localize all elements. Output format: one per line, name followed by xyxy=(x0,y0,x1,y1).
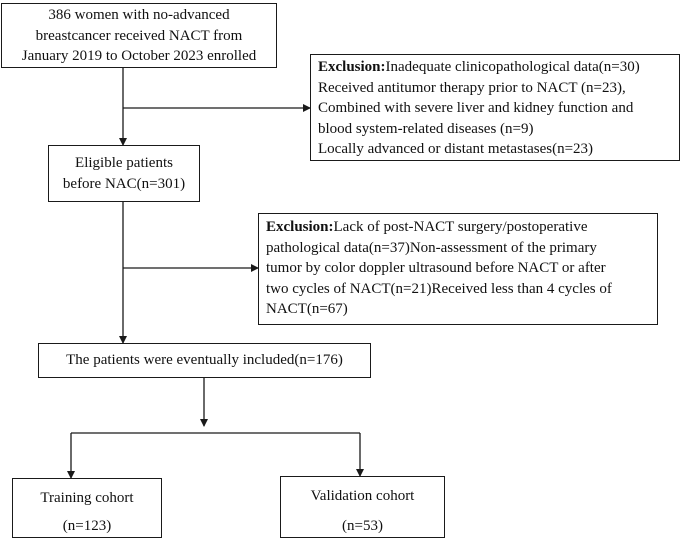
training-cohort-box: Training cohort (n=123) xyxy=(12,478,162,538)
included-box: The patients were eventually included(n=… xyxy=(38,343,371,378)
enrolled-box: 386 women with no-advanced breastcancer … xyxy=(1,3,277,68)
eligible-line: before NAC(n=301) xyxy=(62,175,186,192)
exclusion-heading: Exclusion: xyxy=(266,219,334,235)
exclusion-reason: two cycles of NACT(n=21)Received less th… xyxy=(266,280,612,297)
exclusion-box-1: Exclusion:Inadequate clinicopathological… xyxy=(310,54,680,161)
validation-cohort-box: Validation cohort (n=53) xyxy=(280,476,445,538)
exclusion-box-2: Exclusion:Lack of post-NACT surgery/post… xyxy=(258,213,658,325)
eligible-box: Eligible patients before NAC(n=301) xyxy=(48,145,200,202)
training-cohort-count: (n=123) xyxy=(62,518,112,534)
exclusion-reason: Combined with severe liver and kidney fu… xyxy=(318,100,634,116)
exclusion-reason: NACT(n=67) xyxy=(266,301,348,317)
exclusion-reason: Lack of post-NACT surgery/postoperative xyxy=(333,219,588,235)
exclusion-reason: tumor by color doppler ultrasound before… xyxy=(266,260,606,276)
exclusion-reason: blood system-related diseases (n=9) xyxy=(318,120,534,137)
enrolled-line: breastcancer received NACT from xyxy=(35,27,243,44)
enrolled-line: 386 women with no-advanced xyxy=(48,7,230,23)
exclusion-reason: Inadequate clinicopathological data(n=30… xyxy=(385,59,640,75)
enrolled-line: January 2019 to October 2023 enrolled xyxy=(21,48,257,64)
validation-cohort-label: Validation cohort xyxy=(310,488,415,504)
exclusion-reason: pathological data(n=37)Non-assessment of… xyxy=(266,239,597,256)
eligible-line: Eligible patients xyxy=(75,155,173,171)
exclusion-reason: Received antitumor therapy prior to NACT… xyxy=(318,79,626,96)
included-text: The patients were eventually included(n=… xyxy=(66,352,343,368)
exclusion-reason: Locally advanced or distant metastases(n… xyxy=(318,141,594,157)
validation-cohort-count: (n=53) xyxy=(342,518,383,534)
training-cohort-label: Training cohort xyxy=(40,490,134,506)
exclusion-heading: Exclusion: xyxy=(318,59,386,75)
